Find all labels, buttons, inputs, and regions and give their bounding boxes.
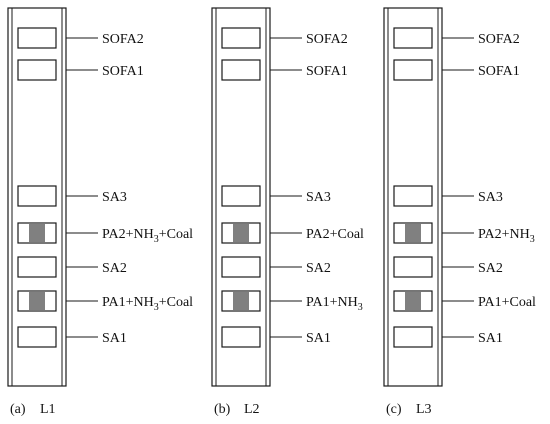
nozzle-sa2: SA2 xyxy=(221,256,331,278)
nozzle-sa1: SA1 xyxy=(17,326,127,348)
nozzle-pa1nh: PA1+NH3 xyxy=(221,290,363,313)
nozzle-label: PA2+Coal xyxy=(306,227,364,242)
nozzle-box xyxy=(393,256,433,278)
furnace-wall-outer xyxy=(383,7,443,387)
nozzle-sofa1: SOFA1 xyxy=(393,59,520,81)
nozzle-pa2coal: PA2+Coal xyxy=(221,222,364,244)
nozzle-label: SOFA1 xyxy=(306,64,348,79)
fuel-injection-marker xyxy=(405,224,421,242)
nozzle-label: PA2+NH3 xyxy=(478,227,535,245)
panel-l1: SOFA2SOFA1SA3PA2+NH3+CoalSA2PA1+NH3+Coal… xyxy=(7,7,193,417)
nozzle-pa2nh: PA2+NH3 xyxy=(393,222,535,245)
nozzle-box xyxy=(393,27,433,49)
nozzle-box xyxy=(17,326,57,348)
nozzle-sa1: SA1 xyxy=(221,326,331,348)
nozzle-label: SOFA1 xyxy=(102,64,144,79)
nozzle-sofa1: SOFA1 xyxy=(17,59,144,81)
fuel-injection-marker xyxy=(233,292,249,310)
nozzle-label: SA2 xyxy=(102,261,127,276)
nozzle-label: SA1 xyxy=(102,331,127,346)
nozzle-box xyxy=(17,185,57,207)
nozzle-box xyxy=(17,256,57,278)
nozzle-label: SA2 xyxy=(306,261,331,276)
nozzle-sa3: SA3 xyxy=(393,185,503,207)
nozzle-box xyxy=(221,59,261,81)
nozzle-pa1coal: PA1+Coal xyxy=(393,290,536,312)
nozzle-sofa2: SOFA2 xyxy=(221,27,348,49)
nozzle-label: PA1+NH3 xyxy=(306,295,363,313)
nozzle-label: SA1 xyxy=(306,331,331,346)
nozzle-box xyxy=(221,185,261,207)
nozzle-sofa2: SOFA2 xyxy=(393,27,520,49)
nozzle-box xyxy=(393,185,433,207)
nozzle-label: SOFA2 xyxy=(478,32,520,47)
fuel-injection-marker xyxy=(29,224,45,242)
furnace-wall-outer xyxy=(7,7,67,387)
nozzle-box xyxy=(221,27,261,49)
nozzle-box xyxy=(221,326,261,348)
panel-caption: (b)L2 xyxy=(214,402,260,417)
nozzle-box xyxy=(393,59,433,81)
nozzle-box xyxy=(17,59,57,81)
nozzle-sofa1: SOFA1 xyxy=(221,59,348,81)
nozzle-label: SOFA2 xyxy=(306,32,348,47)
nozzle-sa3: SA3 xyxy=(221,185,331,207)
nozzle-label: PA1+NH3+Coal xyxy=(102,295,193,313)
nozzle-label: SA3 xyxy=(478,190,503,205)
panel-caption: (c)L3 xyxy=(386,402,432,417)
nozzle-pa2nh: PA2+NH3+Coal xyxy=(17,222,193,245)
nozzle-pa1nh: PA1+NH3+Coal xyxy=(17,290,193,313)
nozzle-box xyxy=(17,27,57,49)
nozzle-label: SA3 xyxy=(306,190,331,205)
nozzle-label: SA1 xyxy=(478,331,503,346)
nozzle-label: SOFA2 xyxy=(102,32,144,47)
nozzle-sa2: SA2 xyxy=(393,256,503,278)
fuel-injection-marker xyxy=(29,292,45,310)
nozzle-sofa2: SOFA2 xyxy=(17,27,144,49)
nozzle-sa2: SA2 xyxy=(17,256,127,278)
furnace-wall-outer xyxy=(211,7,271,387)
nozzle-sa1: SA1 xyxy=(393,326,503,348)
nozzle-label: SOFA1 xyxy=(478,64,520,79)
fuel-injection-marker xyxy=(233,224,249,242)
fuel-injection-marker xyxy=(405,292,421,310)
nozzle-label: SA2 xyxy=(478,261,503,276)
nozzle-box xyxy=(221,256,261,278)
nozzle-label: PA1+Coal xyxy=(478,295,536,310)
nozzle-sa3: SA3 xyxy=(17,185,127,207)
nozzle-box xyxy=(393,326,433,348)
panel-caption: (a)L1 xyxy=(10,402,56,417)
nozzle-label: PA2+NH3+Coal xyxy=(102,227,193,245)
nozzle-label: SA3 xyxy=(102,190,127,205)
